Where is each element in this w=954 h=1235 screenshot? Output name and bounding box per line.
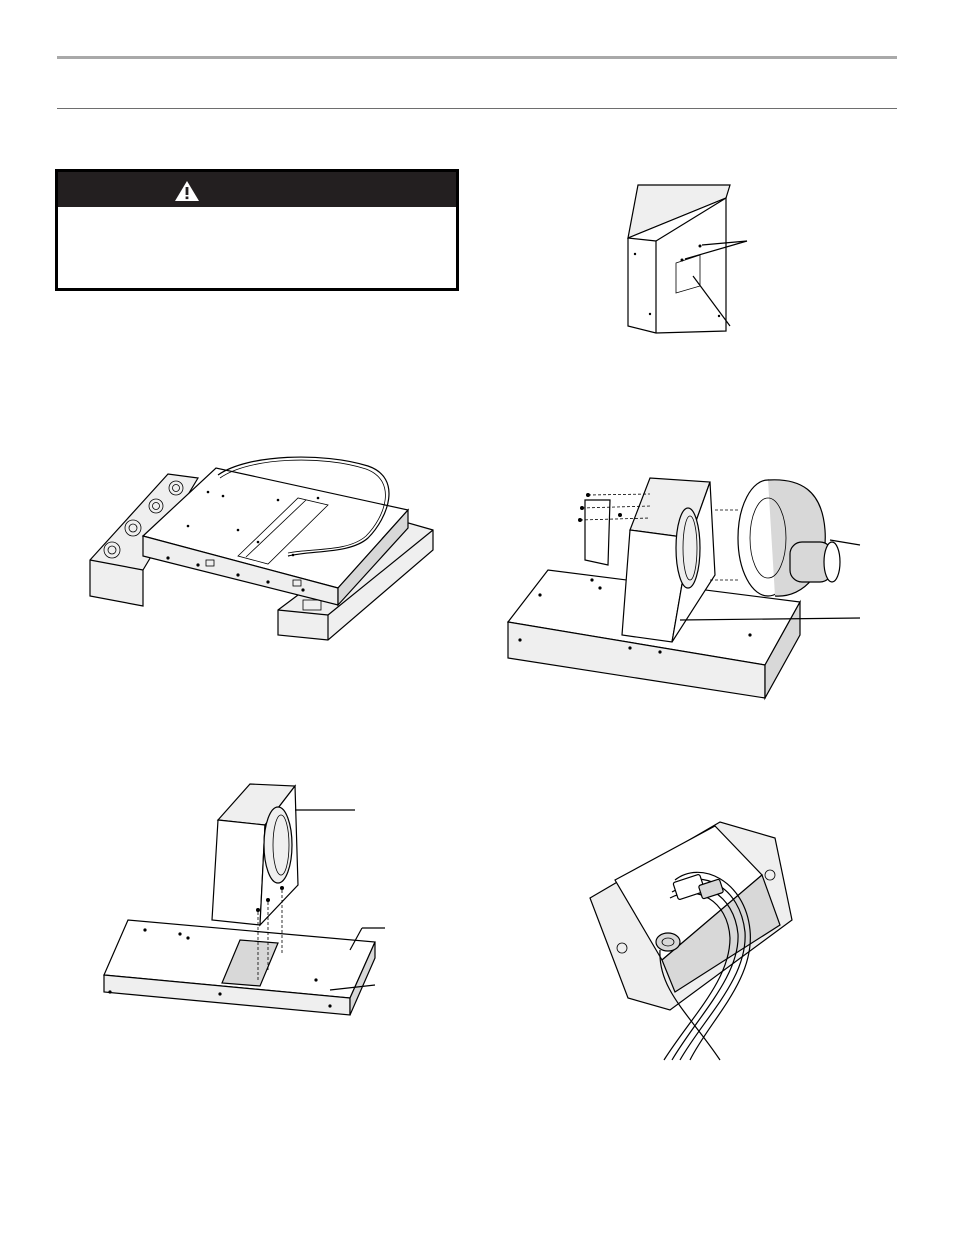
callout-line-housing	[349, 927, 363, 951]
warning-triangle-icon	[175, 181, 199, 201]
housing-opening	[221, 939, 279, 987]
section-rule	[57, 108, 897, 109]
housing-side	[349, 941, 376, 1016]
gasket-plate	[584, 499, 611, 566]
callout-arrow-holes	[701, 240, 748, 246]
transition-mounting	[103, 783, 385, 1016]
warning-header	[58, 172, 456, 207]
blower-base-side	[764, 599, 801, 701]
callout-line-panel	[692, 275, 731, 327]
junction-box-floor	[661, 873, 781, 993]
callout-line-transition	[679, 617, 861, 621]
wire-bundle	[674, 871, 751, 1061]
blower-assembly-exploded	[506, 477, 861, 701]
mounting-hole-left	[616, 942, 628, 954]
wiring-junction-box	[589, 821, 793, 1061]
power-cord	[217, 456, 390, 557]
wire-connector	[672, 874, 706, 900]
transition-port	[675, 507, 701, 589]
downdraft-unit-top-view	[89, 456, 434, 641]
warning-box	[55, 169, 459, 291]
header-rule	[57, 56, 897, 59]
transition-box-port	[263, 806, 293, 884]
callout-line-hole	[329, 984, 376, 991]
callout-line-motor	[829, 539, 861, 546]
warning-body	[58, 207, 456, 227]
duct-opening	[237, 497, 329, 565]
mounting-hole-right	[764, 869, 776, 881]
strain-relief-grommet	[655, 932, 681, 952]
duct-cover-with-holes	[627, 184, 748, 334]
cover-front-face	[627, 197, 727, 334]
unit-right-side	[337, 508, 409, 607]
